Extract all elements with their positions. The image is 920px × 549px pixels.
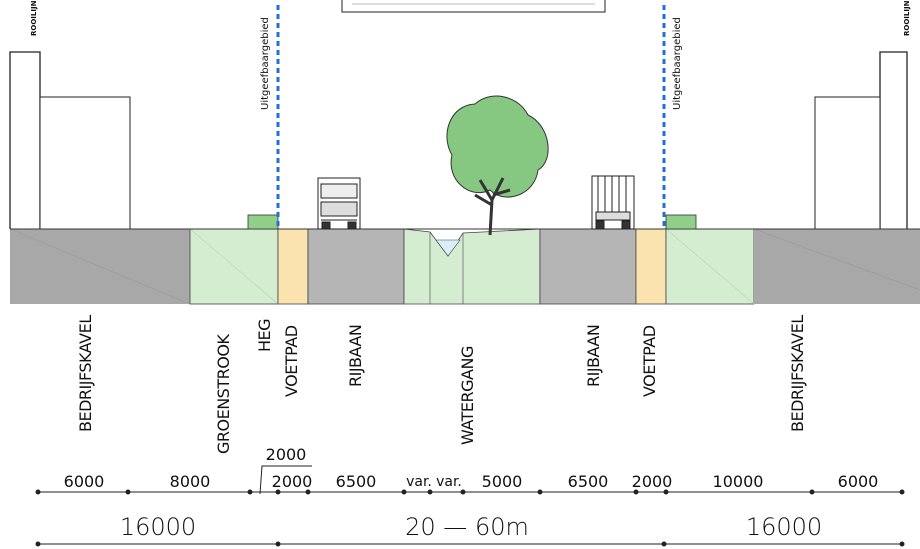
rooilijn-marker-left: ROOILIJN xyxy=(30,0,38,36)
building-left xyxy=(9,51,131,230)
title-box xyxy=(341,0,606,13)
voetpad-left-ground xyxy=(277,228,309,305)
hedge-left xyxy=(247,214,279,230)
total-right: 16000 xyxy=(745,513,823,541)
hedge-right xyxy=(665,214,697,230)
total-left: 16000 xyxy=(119,513,197,541)
dimension-6500-left: 6500 xyxy=(335,472,377,491)
rooilijn-marker-right: ROOILIJN xyxy=(903,0,911,36)
label-voetpad-right: VOETPAD xyxy=(640,325,659,397)
bedrijfskavel-right-ground xyxy=(754,229,920,304)
dimension-6500-right: 6500 xyxy=(567,472,609,491)
label-watergang: WATERGANG xyxy=(458,346,477,445)
dimension-10000: 10000 xyxy=(712,472,764,491)
total-middle: 20 — 60m xyxy=(405,513,529,541)
label-voetpad-left: VOETPAD xyxy=(282,325,301,397)
boundary-label-right: Uitgeefbaargebied xyxy=(672,17,683,110)
dimension-var-1: var. xyxy=(406,474,432,490)
tree-icon xyxy=(446,95,549,236)
dimension-var-2: var. xyxy=(436,474,462,490)
label-heg: HEG xyxy=(255,318,274,352)
dimension-2000-mid: 2000 xyxy=(271,472,313,491)
dimension-8000: 8000 xyxy=(169,472,211,491)
watergang-banks xyxy=(403,228,541,305)
dimension-6000-right: 6000 xyxy=(837,472,879,491)
voetpad-right-ground xyxy=(635,228,667,305)
rijbaan-right-ground xyxy=(539,228,637,305)
label-bedrijfskavel-left: BEDRIJFSKAVEL xyxy=(76,315,95,432)
label-groenstrook: GROENSTROOK xyxy=(214,334,233,454)
dimension-line-totals xyxy=(35,541,905,547)
truck-right xyxy=(591,175,635,230)
dimension-2000-right: 2000 xyxy=(631,472,673,491)
label-rijbaan-left: RIJBAAN xyxy=(346,324,365,387)
dimension-line-detail xyxy=(35,465,905,495)
dimension-6000-left: 6000 xyxy=(63,472,105,491)
label-bedrijfskavel-right: BEDRIJFSKAVEL xyxy=(788,315,807,432)
truck-left xyxy=(317,177,361,230)
building-right xyxy=(814,51,908,230)
water-channel xyxy=(435,239,461,257)
dimension-2000-top: 2000 xyxy=(265,445,307,464)
rijbaan-left-ground xyxy=(307,228,405,305)
dimension-5000: 5000 xyxy=(481,472,523,491)
boundary-label-left: Uitgeefbaargebied xyxy=(260,17,271,110)
label-rijbaan-right: RIJBAAN xyxy=(584,324,603,387)
